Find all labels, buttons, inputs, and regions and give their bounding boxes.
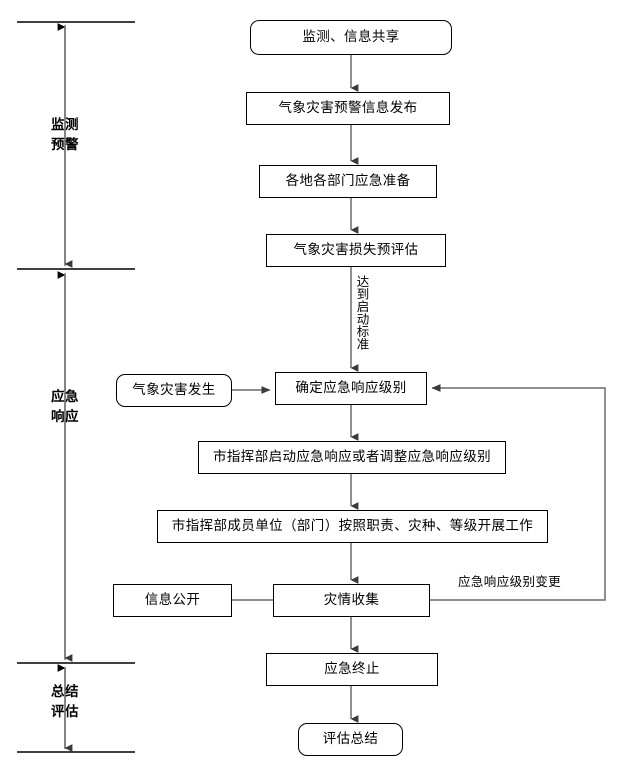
node-label: 市指挥部启动应急响应或者调整应急响应级别 bbox=[213, 449, 491, 466]
node-label: 监测、信息共享 bbox=[302, 29, 400, 46]
phase-label-monitor: 监测 预警 bbox=[32, 116, 98, 155]
node-disaster-data-collection[interactable]: 灾情收集 bbox=[273, 584, 430, 617]
node-member-units-work[interactable]: 市指挥部成员单位（部门）按照职责、灾种、等级开展工作 bbox=[157, 510, 548, 543]
node-assessment-summary[interactable]: 评估总结 bbox=[298, 723, 403, 756]
edge-label-response-level-change: 应急响应级别变更 bbox=[458, 574, 562, 589]
node-label: 灾情收集 bbox=[323, 592, 380, 609]
phase-label-summary-line2: 评估 bbox=[51, 703, 79, 720]
edge-label-activation-threshold: 达到启动标准 bbox=[354, 275, 370, 350]
node-disaster-occurs[interactable]: 气象灾害发生 bbox=[116, 374, 232, 407]
node-emergency-preparation[interactable]: 各地各部门应急准备 bbox=[259, 165, 437, 198]
node-label: 气象灾害损失预评估 bbox=[293, 242, 419, 259]
node-label: 应急终止 bbox=[324, 661, 380, 678]
node-label: 信息公开 bbox=[144, 592, 201, 609]
phase-label-monitor-line2: 预警 bbox=[51, 136, 79, 153]
node-activate-or-adjust-response[interactable]: 市指挥部启动应急响应或者调整应急响应级别 bbox=[198, 441, 506, 474]
edge-feedback-level-change bbox=[430, 384, 606, 601]
node-label: 气象灾害预警信息发布 bbox=[278, 100, 418, 117]
phase-label-monitor-line1: 监测 bbox=[51, 117, 79, 133]
node-label: 市指挥部成员单位（部门）按照职责、灾种、等级开展工作 bbox=[171, 518, 534, 535]
node-determine-response-level[interactable]: 确定应急响应级别 bbox=[275, 372, 427, 405]
phase-label-summary: 总结 评估 bbox=[32, 683, 98, 722]
phase-label-response: 应急 响应 bbox=[32, 388, 98, 427]
phase-label-response-line1: 应急 bbox=[51, 389, 79, 405]
node-label: 确定应急响应级别 bbox=[295, 380, 407, 397]
node-monitoring-info-sharing[interactable]: 监测、信息共享 bbox=[250, 20, 452, 55]
node-information-disclosure[interactable]: 信息公开 bbox=[113, 584, 232, 617]
node-label: 评估总结 bbox=[322, 731, 379, 748]
node-label: 各地各部门应急准备 bbox=[285, 173, 411, 190]
node-loss-preassessment[interactable]: 气象灾害损失预评估 bbox=[266, 234, 446, 267]
phase-label-summary-line1: 总结 bbox=[51, 684, 79, 700]
node-label: 气象灾害发生 bbox=[132, 382, 216, 399]
node-emergency-termination[interactable]: 应急终止 bbox=[266, 653, 438, 686]
phase-label-response-line2: 响应 bbox=[51, 408, 79, 425]
node-warning-release[interactable]: 气象灾害预警信息发布 bbox=[246, 92, 450, 125]
